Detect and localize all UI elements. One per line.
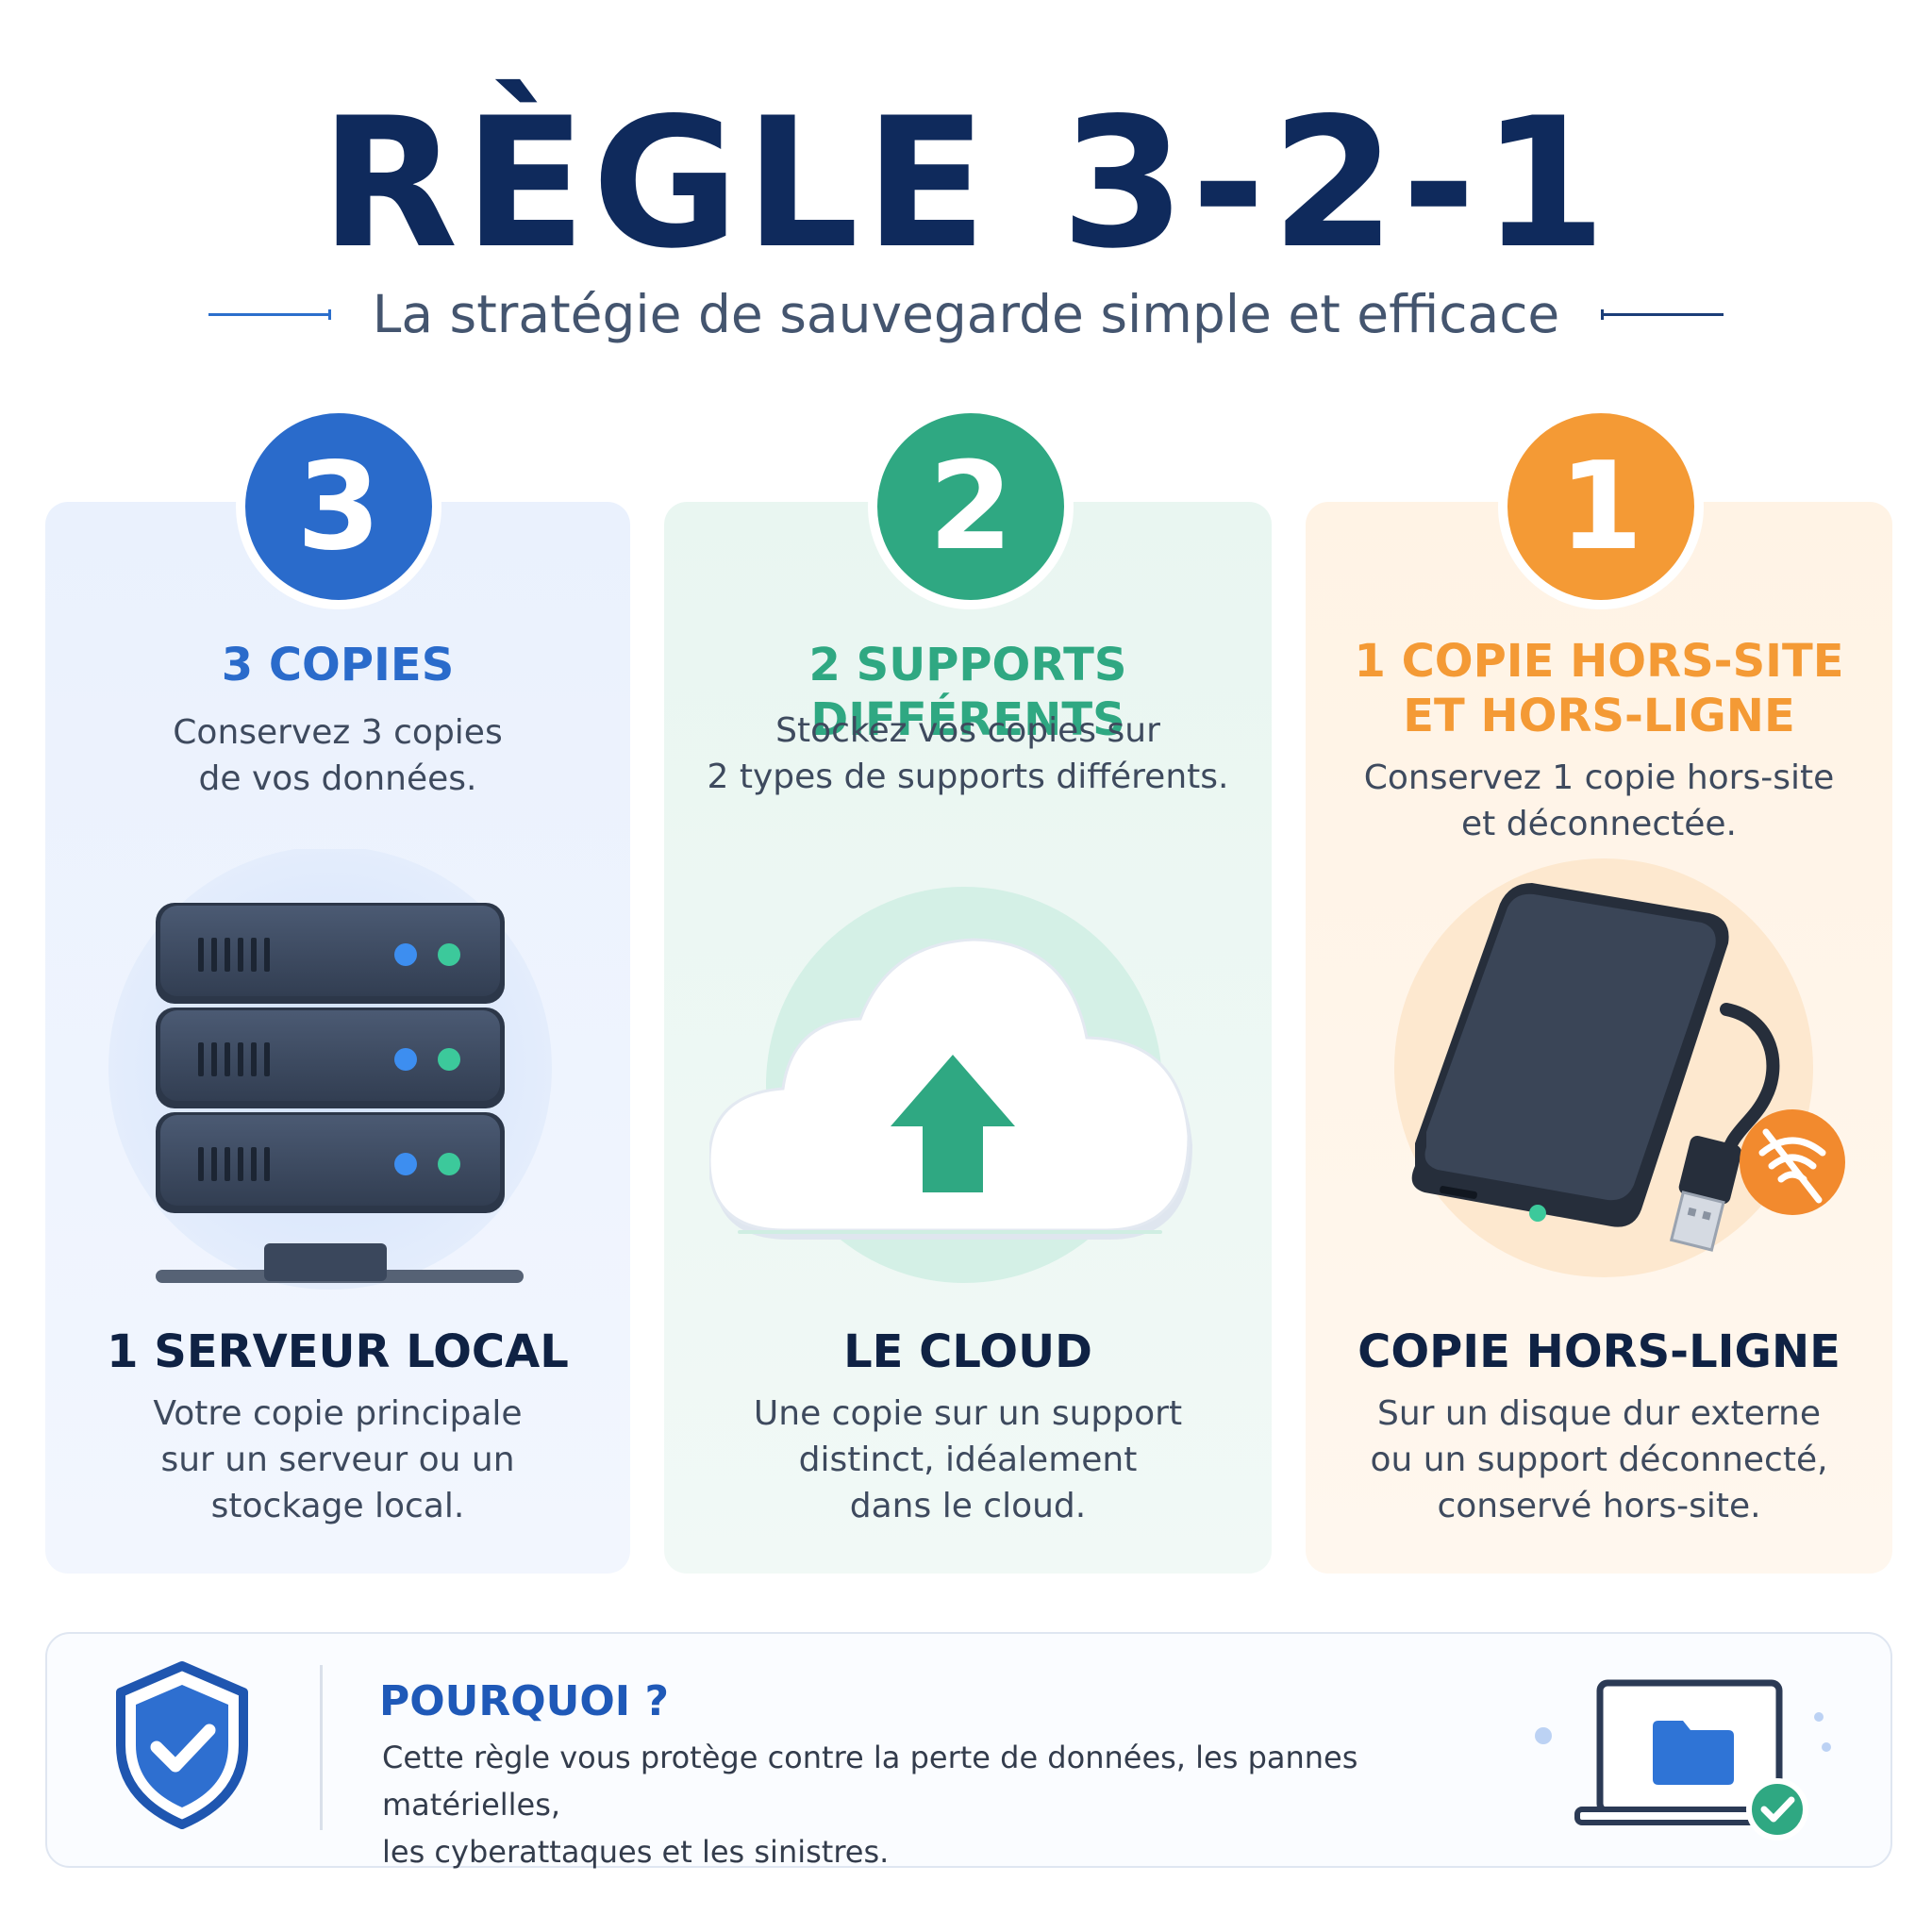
number-badge-3: 3 bbox=[236, 404, 441, 609]
card-description-line: Conservez 3 copies bbox=[173, 713, 503, 752]
card-description-line: Conservez 1 copie hors-site bbox=[1363, 758, 1835, 797]
server-rack-icon bbox=[108, 849, 552, 1290]
number-badge-1: 1 bbox=[1498, 404, 1704, 609]
card-footer-line: Sur un disque dur externe bbox=[1377, 1394, 1821, 1433]
card-description: Conservez 3 copies de vos données. bbox=[45, 709, 630, 802]
card-footer-line: conservé hors-site. bbox=[1437, 1487, 1761, 1525]
number-badge-2: 2 bbox=[868, 404, 1074, 609]
shield-check-icon bbox=[116, 1661, 248, 1829]
cloud-upload-icon bbox=[709, 887, 1192, 1283]
why-text-line: les cyberattaques et les sinistres. bbox=[382, 1834, 890, 1870]
card-description-line: 2 types de supports différents. bbox=[707, 758, 1229, 796]
card-footer-line: dans le cloud. bbox=[849, 1487, 1087, 1525]
subtitle-rule-right bbox=[1601, 308, 1724, 320]
card-footer-line: sur un serveur ou un bbox=[160, 1441, 515, 1479]
card-heading: 1 COPIE HORS-SITE ET HORS-LIGNE bbox=[1306, 634, 1892, 743]
panel-divider bbox=[320, 1665, 323, 1830]
page-subtitle: La stratégie de sauvegarde simple et eff… bbox=[372, 284, 1560, 344]
card-description: Stockez vos copies sur 2 types de suppor… bbox=[664, 708, 1272, 800]
subtitle-row: La stratégie de sauvegarde simple et eff… bbox=[0, 281, 1932, 347]
laptop-folder-check-icon bbox=[1535, 1679, 1831, 1840]
card-footer-line: Votre copie principale bbox=[153, 1394, 523, 1433]
card-heading-line: ET HORS-LIGNE bbox=[1403, 690, 1795, 742]
card-heading-line: 1 COPIE HORS-SITE bbox=[1354, 635, 1844, 688]
card-footer-heading: 1 SERVEUR LOCAL bbox=[107, 1325, 569, 1378]
card-footer-description: Une copie sur un support distinct, idéal… bbox=[664, 1391, 1272, 1529]
card-description-line: Stockez vos copies sur bbox=[775, 711, 1160, 750]
card-footer-description: Votre copie principale sur un serveur ou… bbox=[45, 1391, 630, 1529]
card-footer-line: distinct, idéalement bbox=[798, 1441, 1138, 1479]
card-description-line: et déconnectée. bbox=[1461, 805, 1737, 843]
card-footer-heading: LE CLOUD bbox=[843, 1325, 1092, 1378]
card-heading: 3 COPIES bbox=[45, 638, 630, 692]
card-heading: 2 SUPPORTS DIFFÉRENTS bbox=[664, 638, 1272, 747]
card-description: Conservez 1 copie hors-site et déconnect… bbox=[1306, 755, 1892, 847]
external-drive-offline-icon bbox=[1394, 858, 1845, 1277]
card-footer-line: ou un support déconnecté, bbox=[1370, 1441, 1828, 1479]
page-title: RÈGLE 3-2-1 bbox=[320, 79, 1612, 288]
why-text: Cette règle vous protège contre la perte… bbox=[382, 1734, 1467, 1875]
card-footer-line: Une copie sur un support bbox=[753, 1394, 1183, 1433]
why-text-line: Cette règle vous protège contre la perte… bbox=[382, 1740, 1358, 1823]
card-description-line: de vos données. bbox=[198, 759, 477, 798]
card-footer-description: Sur un disque dur externe ou un support … bbox=[1306, 1391, 1892, 1529]
card-footer-heading: COPIE HORS-LIGNE bbox=[1357, 1325, 1840, 1378]
subtitle-rule-left bbox=[208, 308, 331, 320]
why-title: POURQUOI ? bbox=[379, 1677, 670, 1725]
card-heading-line: 3 COPIES bbox=[221, 639, 455, 691]
card-heading-line: 2 SUPPORTS DIFFÉRENTS bbox=[808, 639, 1127, 746]
card-footer-line: stockage local. bbox=[210, 1487, 465, 1525]
why-panel bbox=[45, 1632, 1892, 1868]
